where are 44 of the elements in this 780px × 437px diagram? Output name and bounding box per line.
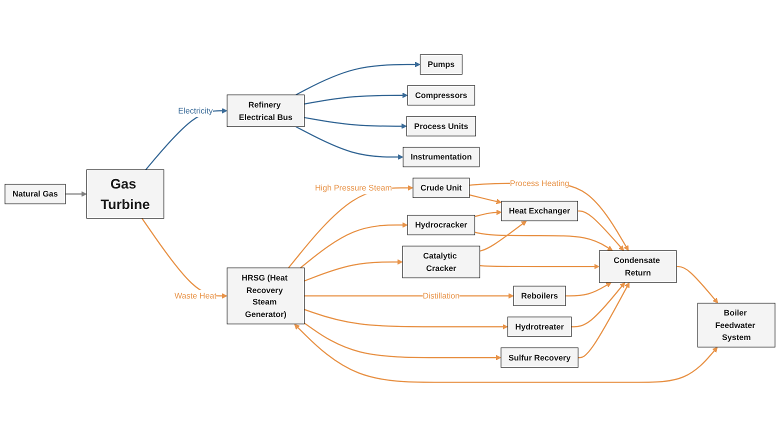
- arrow: [676, 266, 718, 304]
- node-box: Boiler Feedwater System: [697, 302, 776, 348]
- node-box: Compressors: [407, 85, 476, 106]
- arrow: [474, 232, 613, 251]
- arrow: [65, 191, 87, 197]
- node-box: Hydrotreater: [507, 316, 572, 337]
- node-box: Sulfur Recovery: [500, 348, 578, 368]
- node-box: Gas Turbine: [86, 169, 164, 219]
- arrow: [566, 282, 612, 297]
- node-box: Reboilers: [513, 286, 566, 306]
- node-box: Process Units: [406, 116, 476, 136]
- arrow: [304, 322, 502, 360]
- node-box: Crude Unit: [412, 178, 470, 198]
- arrow: [480, 264, 600, 270]
- arrow: [469, 182, 629, 251]
- node-box: Catalytic Cracker: [402, 246, 480, 278]
- node-box: Heat Exchanger: [501, 200, 578, 222]
- edge-label: Electricity: [178, 106, 213, 116]
- arrow: [578, 210, 624, 251]
- arrow: [304, 92, 408, 105]
- arrow: [304, 116, 407, 129]
- arrow: [296, 126, 404, 160]
- edge-label: Waste Heat: [174, 291, 216, 300]
- edge-label: Distillation: [422, 291, 460, 300]
- node-box: Instrumentation: [402, 146, 480, 168]
- arrow: [304, 259, 403, 282]
- arrow: [469, 194, 502, 204]
- arrow: [288, 185, 414, 268]
- node-box: Pumps: [420, 54, 462, 75]
- arrow: [474, 210, 502, 218]
- arrow: [571, 282, 626, 328]
- arrow: [578, 282, 630, 358]
- arrow: [300, 222, 408, 268]
- arrow: [296, 62, 420, 96]
- arrow: [294, 324, 718, 383]
- arrow: [304, 308, 508, 330]
- node-box: Refinery Electrical Bus: [226, 94, 305, 127]
- node-box: HRSG (Heat Recovery Steam Generator): [226, 268, 305, 324]
- edge-label: Process Heating: [510, 178, 570, 188]
- arrow: [480, 220, 527, 252]
- node-box: Condensate Return: [598, 250, 677, 283]
- node-box: Hydrocracker: [407, 214, 476, 236]
- edge-label: High Pressure Steam: [314, 183, 392, 192]
- node-box: Natural Gas: [4, 184, 66, 204]
